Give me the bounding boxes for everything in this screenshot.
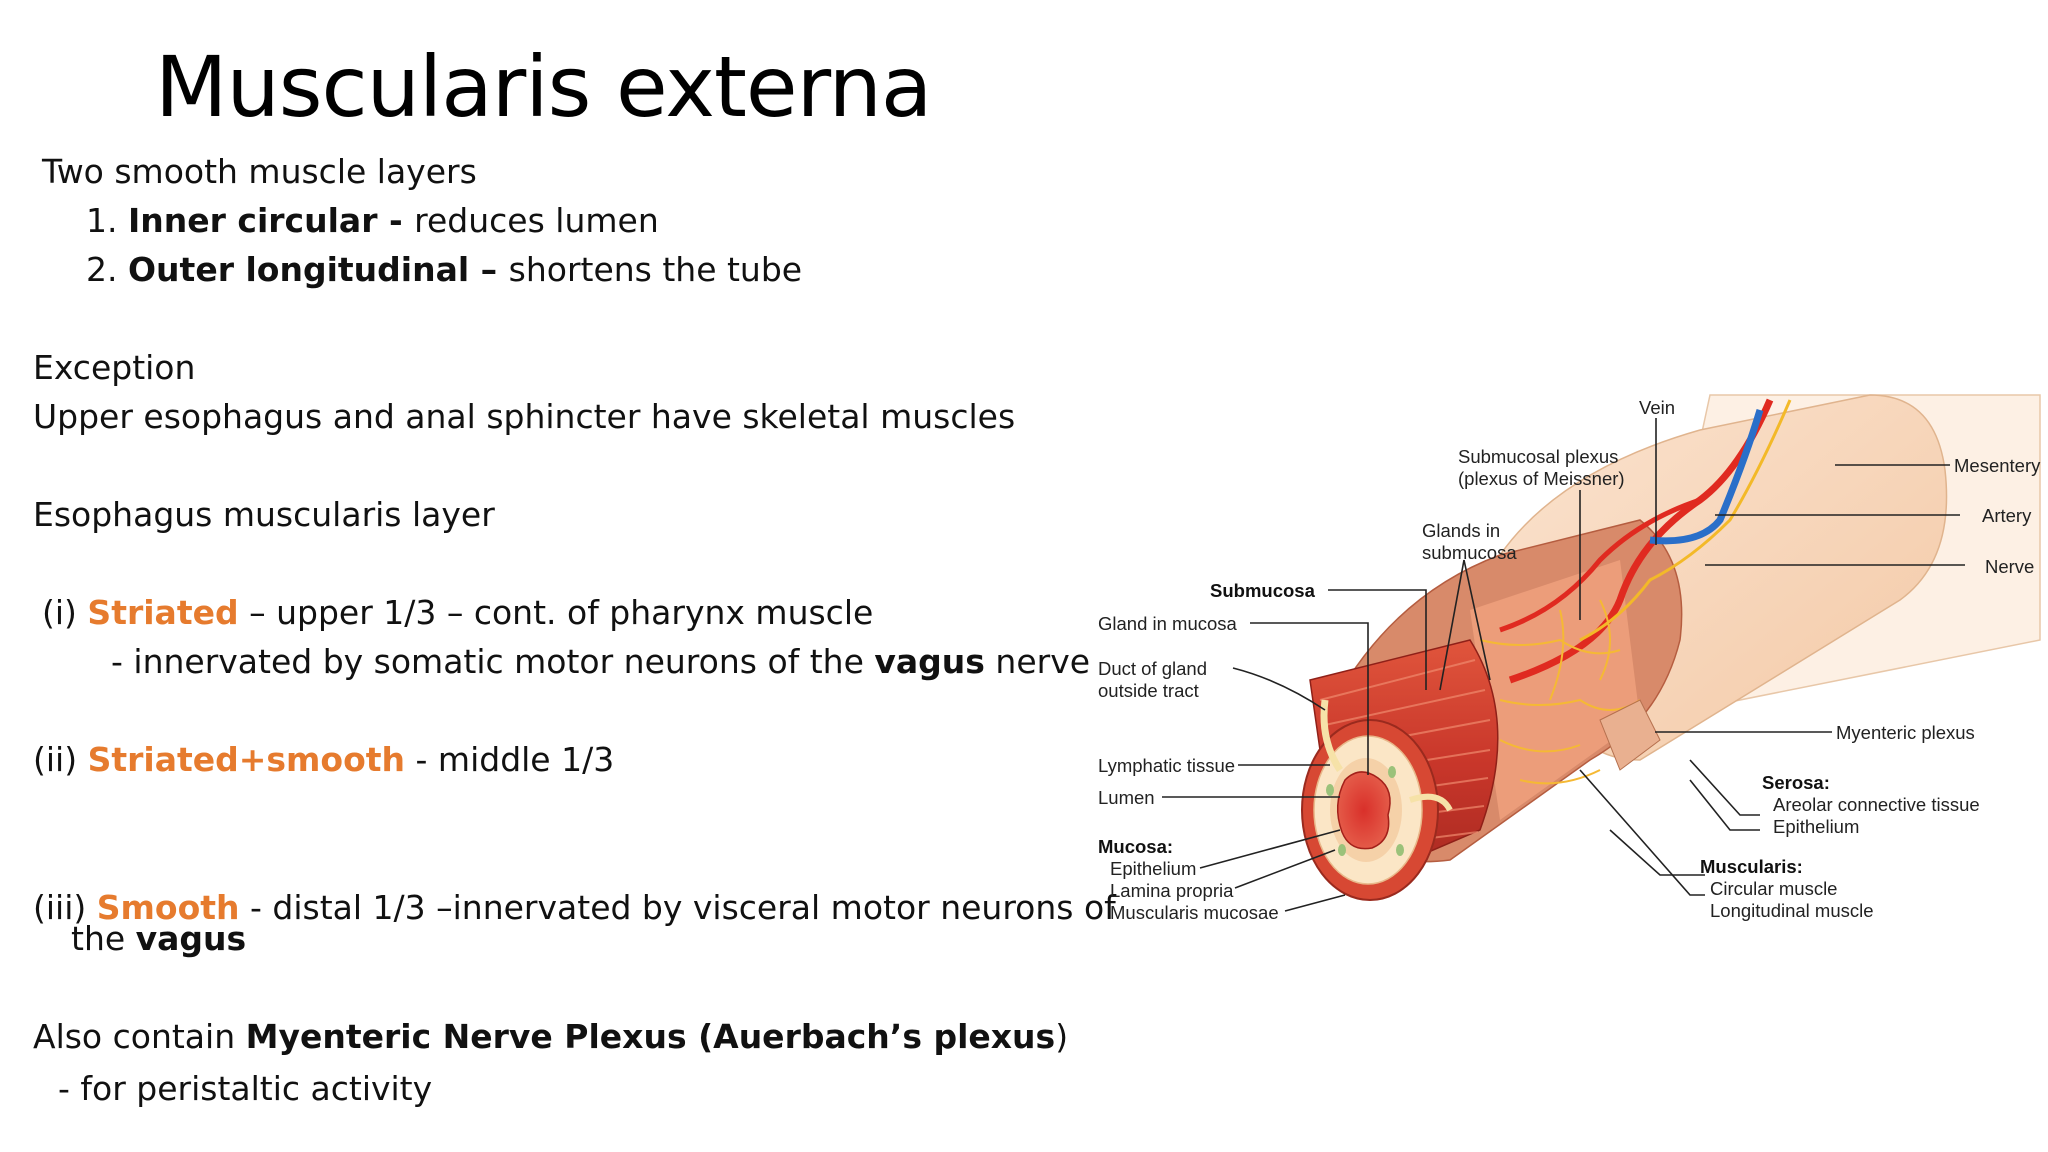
label-gland-mucosa: Gland in mucosa xyxy=(1098,613,1238,634)
label-duct-1: Duct of gland xyxy=(1098,658,1207,679)
exception-heading: Exception xyxy=(33,348,196,387)
slide-title: Muscularis externa xyxy=(155,38,932,136)
plexus-note: - for peristaltic activity xyxy=(58,1069,433,1108)
label-submucosa: Submucosa xyxy=(1210,580,1316,601)
item-striated-sub: - innervated by somatic motor neurons of… xyxy=(111,642,1091,681)
lumen-shape xyxy=(1336,771,1391,850)
item-striated: (i) Striated – upper 1/3 – cont. of phar… xyxy=(42,593,874,632)
layer-item-1: 1. Inner circular - reduces lumen xyxy=(86,201,659,240)
duct-shape xyxy=(1320,699,1343,772)
label-lymphatic: Lymphatic tissue xyxy=(1098,755,1235,776)
label-submucosal-plexus-2: (plexus of Meissner) xyxy=(1458,468,1625,489)
label-muscularis: Muscularis: xyxy=(1700,856,1803,877)
item-smooth: (iii) Smooth - distal 1/3 –innervated by… xyxy=(33,888,1116,927)
nerve-vessel xyxy=(1579,399,1792,642)
label-mucosa-epithelium: Epithelium xyxy=(1110,858,1196,879)
label-circular-muscle: Circular muscle xyxy=(1710,878,1837,899)
label-vein: Vein xyxy=(1639,397,1675,418)
exception-text: Upper esophagus and anal sphincter have … xyxy=(33,397,1016,436)
label-submucosal-plexus-1: Submucosal plexus xyxy=(1458,446,1618,467)
plexus-text: Also contain Myenteric Nerve Plexus (Aue… xyxy=(33,1017,1069,1056)
label-serosa-epithelium: Epithelium xyxy=(1773,816,1859,837)
label-lamina-propria: Lamina propria xyxy=(1110,880,1234,901)
label-muscularis-mucosae: Muscularis mucosae xyxy=(1110,902,1279,923)
nerve-network xyxy=(1479,599,1641,785)
item-striated-smooth: (ii) Striated+smooth - middle 1/3 xyxy=(33,740,615,779)
label-serosa: Serosa: xyxy=(1762,772,1830,793)
item-smooth-cont: the vagus xyxy=(71,919,247,958)
intro-text: Two smooth muscle layers xyxy=(42,152,477,191)
label-longitudinal-muscle: Longitudinal muscle xyxy=(1710,900,1874,921)
artery-vessel xyxy=(1508,398,1774,684)
label-mucosa: Mucosa: xyxy=(1098,836,1173,857)
label-mesentery: Mesentery xyxy=(1954,455,2041,476)
layer-item-2: 2. Outer longitudinal – shortens the tub… xyxy=(86,250,803,289)
label-glands-submucosa-2: submucosa xyxy=(1422,542,1517,563)
label-artery: Artery xyxy=(1982,505,2032,526)
label-areolar: Areolar connective tissue xyxy=(1773,794,1980,815)
vein-vessel xyxy=(1649,408,1764,545)
label-glands-submucosa-1: Glands in xyxy=(1422,520,1500,541)
esophagus-heading: Esophagus muscularis layer xyxy=(33,495,495,534)
label-duct-2: outside tract xyxy=(1098,680,1199,701)
label-myenteric-plexus: Myenteric plexus xyxy=(1836,722,1975,743)
label-nerve: Nerve xyxy=(1985,556,2034,577)
label-lumen: Lumen xyxy=(1098,787,1155,808)
